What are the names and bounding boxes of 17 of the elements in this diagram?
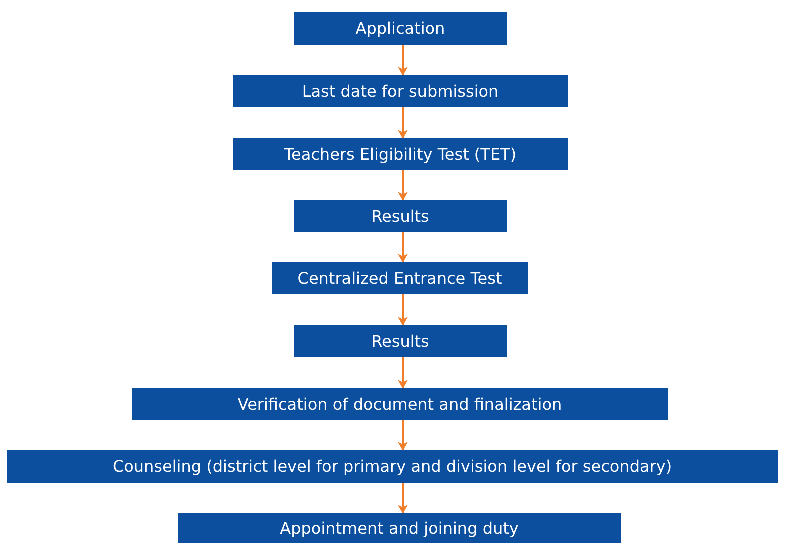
arrow (398, 170, 408, 201)
arrow (398, 294, 408, 326)
arrow (398, 107, 408, 139)
arrow (398, 45, 408, 76)
arrow (398, 232, 408, 263)
arrow (398, 483, 408, 514)
process-box: Appointment and joining duty (178, 513, 621, 543)
process-box: Results (294, 325, 507, 357)
process-box: Verification of document and finalization (132, 388, 668, 420)
process-box: Counseling (district level for primary and division level for secondary) (7, 450, 778, 483)
process-box: Last date for submission (233, 75, 568, 107)
arrow (398, 420, 408, 451)
process-box: Application (294, 12, 507, 45)
process-box: Results (294, 200, 507, 232)
process-box: Teachers Eligibility Test (TET) (233, 138, 568, 170)
process-box: Centralized Entrance Test (272, 262, 528, 294)
arrow (398, 357, 408, 389)
